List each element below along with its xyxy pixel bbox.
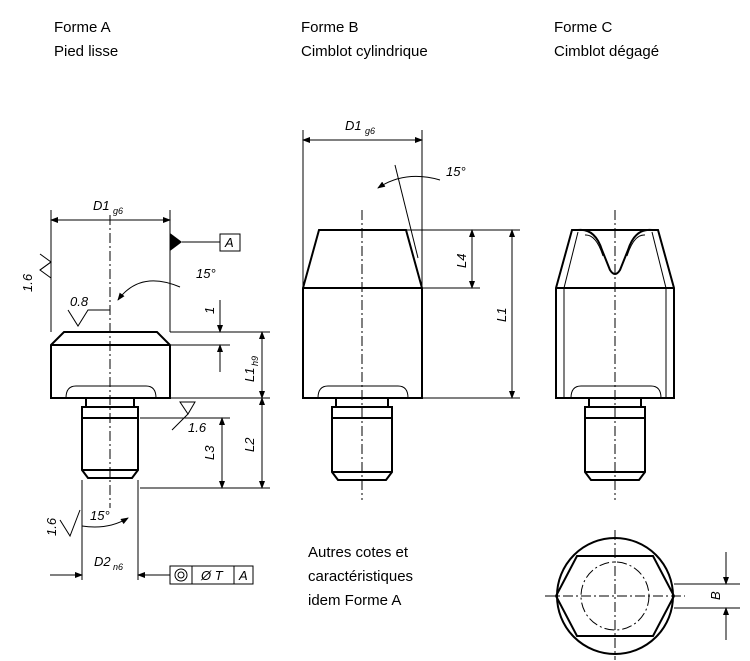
dim-d1-a-tol: g6: [113, 206, 123, 216]
datum-a-label: A: [224, 235, 234, 250]
dim-l2-a: L2: [242, 437, 257, 452]
form-b-title: Forme B: [301, 19, 359, 36]
dim-l3-a: L3: [202, 445, 217, 460]
form-a-drawing: D1 g6 A 1.6 0.8 15° 1 L1 h9 L2: [20, 198, 270, 585]
form-c-title: Forme C: [554, 19, 613, 36]
dim-l1-b: L1: [494, 308, 509, 322]
tol-frame-ref: A: [238, 568, 248, 583]
form-b-subtitle: Cimblot cylindrique: [301, 43, 428, 60]
note-line-3: idem Forme A: [308, 592, 401, 609]
note-line-1: Autres cotes et: [308, 544, 409, 561]
form-a-subtitle: Pied lisse: [54, 43, 118, 60]
dim-l1-a: L1: [242, 368, 257, 382]
dim-d1-b-tol: g6: [365, 126, 375, 136]
rough-a-shank: 1.6: [188, 420, 207, 435]
dim-d2-a-tol: n6: [113, 562, 123, 572]
form-a-title: Forme A: [54, 19, 111, 36]
rough-a-top: 0.8: [70, 294, 89, 309]
dim-l4-b: L4: [454, 254, 469, 268]
tol-frame-symbol: Ø T: [200, 568, 224, 583]
note-line-2: caractéristiques: [308, 568, 413, 585]
form-c-drawing: B: [545, 210, 740, 660]
dim-l1-a-tol: h9: [250, 356, 260, 366]
dim-d2-a: D2: [94, 554, 111, 569]
angle-b: 15°: [446, 164, 466, 179]
rough-a-side: 1.6: [20, 273, 35, 292]
rough-a-bottom: 1.6: [44, 517, 59, 536]
angle-a-bottom: 15°: [90, 508, 110, 523]
dim-1-a: 1: [202, 307, 217, 314]
dim-b-c: B: [708, 591, 723, 600]
angle-a-top: 15°: [196, 266, 216, 281]
form-b-drawing: D1 g6 15° L4 L1 Autres cotes et caractér…: [302, 118, 520, 609]
form-c-subtitle: Cimblot dégagé: [554, 43, 659, 60]
dim-d1-b: D1: [345, 118, 362, 133]
dim-d1-a: D1: [93, 198, 110, 213]
